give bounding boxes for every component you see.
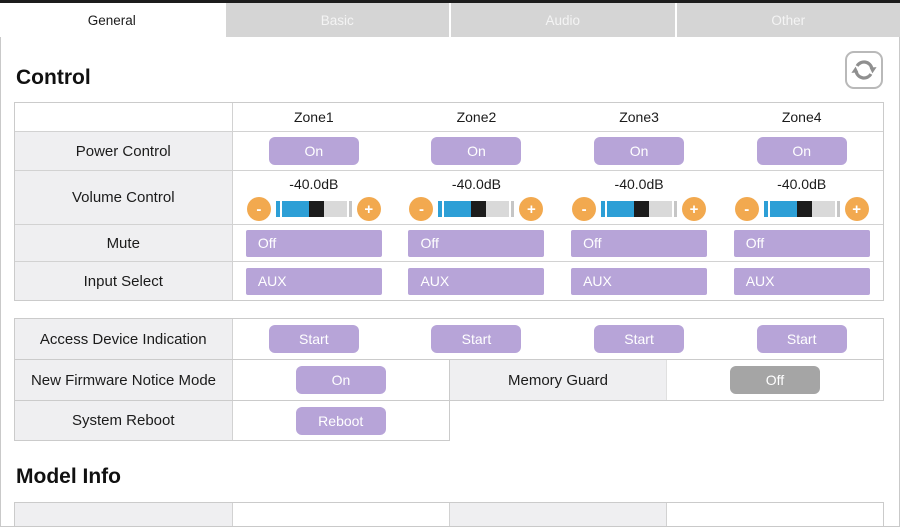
zone-header-row: Zone1 Zone2 Zone3 Zone4 [15, 103, 883, 131]
volume-value-zone4: -40.0dB [777, 176, 827, 192]
model-info-value-cell-1 [233, 503, 450, 526]
tab-bar: General Basic Audio Other [0, 3, 900, 37]
access-device-start-zone3[interactable]: Start [594, 325, 685, 353]
volume-cell-zone1: -40.0dB - + [233, 171, 396, 224]
zone3-header: Zone3 [619, 109, 659, 125]
content-area: Control Zone1 Zone2 Zone3 Zone4 Power Co… [0, 37, 900, 527]
slider-left-cap [275, 201, 280, 217]
mute-row: Mute Off Off Off Off [15, 224, 883, 261]
volume-slider-zone4[interactable] [763, 201, 840, 217]
mute-select-zone3[interactable]: Off [571, 229, 708, 257]
tab-basic[interactable]: Basic [225, 3, 449, 37]
slider-right-cap [674, 201, 678, 217]
model-info-label-cell-2 [450, 503, 667, 526]
mute-select-zone1[interactable]: Off [245, 229, 382, 257]
volume-minus-button-zone2[interactable]: - [409, 197, 434, 221]
access-device-label: Access Device Indication [15, 319, 233, 359]
volume-minus-button-zone4[interactable]: - [734, 197, 759, 221]
power-button-zone3[interactable]: On [594, 137, 685, 165]
volume-plus-button-zone2[interactable]: + [519, 197, 544, 221]
input-select-zone3[interactable]: AUX [571, 267, 708, 295]
access-device-start-zone1[interactable]: Start [268, 325, 359, 353]
zone4-header: Zone4 [781, 109, 822, 125]
slider-handle[interactable] [308, 201, 324, 217]
slider-remainder [486, 201, 510, 217]
volume-slider-zone1[interactable] [275, 201, 352, 217]
slider-right-cap [511, 201, 515, 217]
memory-guard-button[interactable]: Off [730, 366, 820, 394]
slider-left-cap [438, 201, 443, 217]
tab-audio[interactable]: Audio [451, 3, 675, 37]
zone1-header: Zone1 [293, 109, 334, 125]
slider-right-cap [348, 201, 352, 217]
system-reboot-button[interactable]: Reboot [295, 406, 386, 435]
volume-control-row: Volume Control -40.0dB - + -40.0dB - [15, 170, 883, 224]
volume-plus-button-zone3[interactable]: + [682, 197, 707, 221]
slider-fill [607, 201, 635, 217]
volume-slider-zone3[interactable] [601, 201, 678, 217]
slider-remainder [649, 201, 673, 217]
volume-plus-button-zone4[interactable]: + [844, 197, 869, 221]
zone2-header: Zone2 [456, 109, 497, 125]
refresh-icon [851, 57, 877, 83]
system-reboot-label: System Reboot [15, 401, 233, 440]
access-device-row: Access Device Indication Start Start Sta… [14, 318, 884, 360]
volume-value-zone1: -40.0dB [289, 176, 339, 192]
input-select-zone2[interactable]: AUX [408, 267, 545, 295]
slider-right-cap [836, 201, 840, 217]
slider-fill [444, 201, 472, 217]
slider-left-cap [601, 201, 606, 217]
power-control-label: Power Control [15, 132, 233, 170]
volume-plus-button-zone1[interactable]: + [356, 197, 381, 221]
mute-select-zone2[interactable]: Off [408, 229, 545, 257]
slider-left-cap [763, 201, 768, 217]
slider-handle[interactable] [634, 201, 650, 217]
access-device-start-zone4[interactable]: Start [756, 325, 847, 353]
slider-remainder [323, 201, 347, 217]
slider-fill [281, 201, 309, 217]
input-select-label: Input Select [15, 262, 233, 300]
tab-other[interactable]: Other [676, 3, 900, 37]
mute-select-zone4[interactable]: Off [733, 229, 870, 257]
top-border [0, 0, 900, 3]
volume-slider-zone2[interactable] [438, 201, 515, 217]
control-section-title: Control [16, 66, 91, 89]
volume-minus-button-zone1[interactable]: - [246, 197, 271, 221]
input-select-zone1[interactable]: AUX [245, 267, 382, 295]
mute-label: Mute [15, 225, 233, 261]
volume-cell-zone3: -40.0dB - + [558, 171, 721, 224]
slider-handle[interactable] [471, 201, 487, 217]
input-select-zone4[interactable]: AUX [733, 267, 870, 295]
volume-value-zone3: -40.0dB [614, 176, 664, 192]
power-button-zone2[interactable]: On [431, 137, 522, 165]
volume-cell-zone2: -40.0dB - + [395, 171, 558, 224]
zone-header-spacer [15, 103, 233, 131]
tab-general[interactable]: General [0, 3, 224, 37]
volume-cell-zone4: -40.0dB - + [720, 171, 883, 224]
input-select-row: Input Select AUX AUX AUX AUX [15, 261, 883, 300]
model-info-value-cell-2 [667, 503, 883, 526]
slider-handle[interactable] [796, 201, 812, 217]
access-device-start-zone2[interactable]: Start [431, 325, 522, 353]
volume-value-zone2: -40.0dB [451, 176, 501, 192]
refresh-button[interactable] [845, 51, 883, 89]
volume-minus-button-zone3[interactable]: - [572, 197, 597, 221]
power-control-row: Power Control On On On On [15, 131, 883, 170]
zone-control-table: Zone1 Zone2 Zone3 Zone4 Power Control On… [14, 102, 884, 301]
firmware-notice-label: New Firmware Notice Mode [15, 360, 233, 400]
system-reboot-row: System Reboot Reboot [14, 400, 450, 441]
power-button-zone1[interactable]: On [268, 137, 359, 165]
firmware-memory-row: New Firmware Notice Mode On Memory Guard… [14, 359, 884, 401]
power-button-zone4[interactable]: On [756, 137, 847, 165]
slider-remainder [811, 201, 835, 217]
model-info-label-cell-1 [15, 503, 233, 526]
firmware-notice-button[interactable]: On [296, 366, 386, 394]
model-info-section-title: Model Info [16, 465, 121, 488]
model-info-table [14, 502, 884, 526]
slider-fill [769, 201, 797, 217]
memory-guard-label: Memory Guard [450, 360, 667, 400]
volume-control-label: Volume Control [15, 171, 233, 224]
